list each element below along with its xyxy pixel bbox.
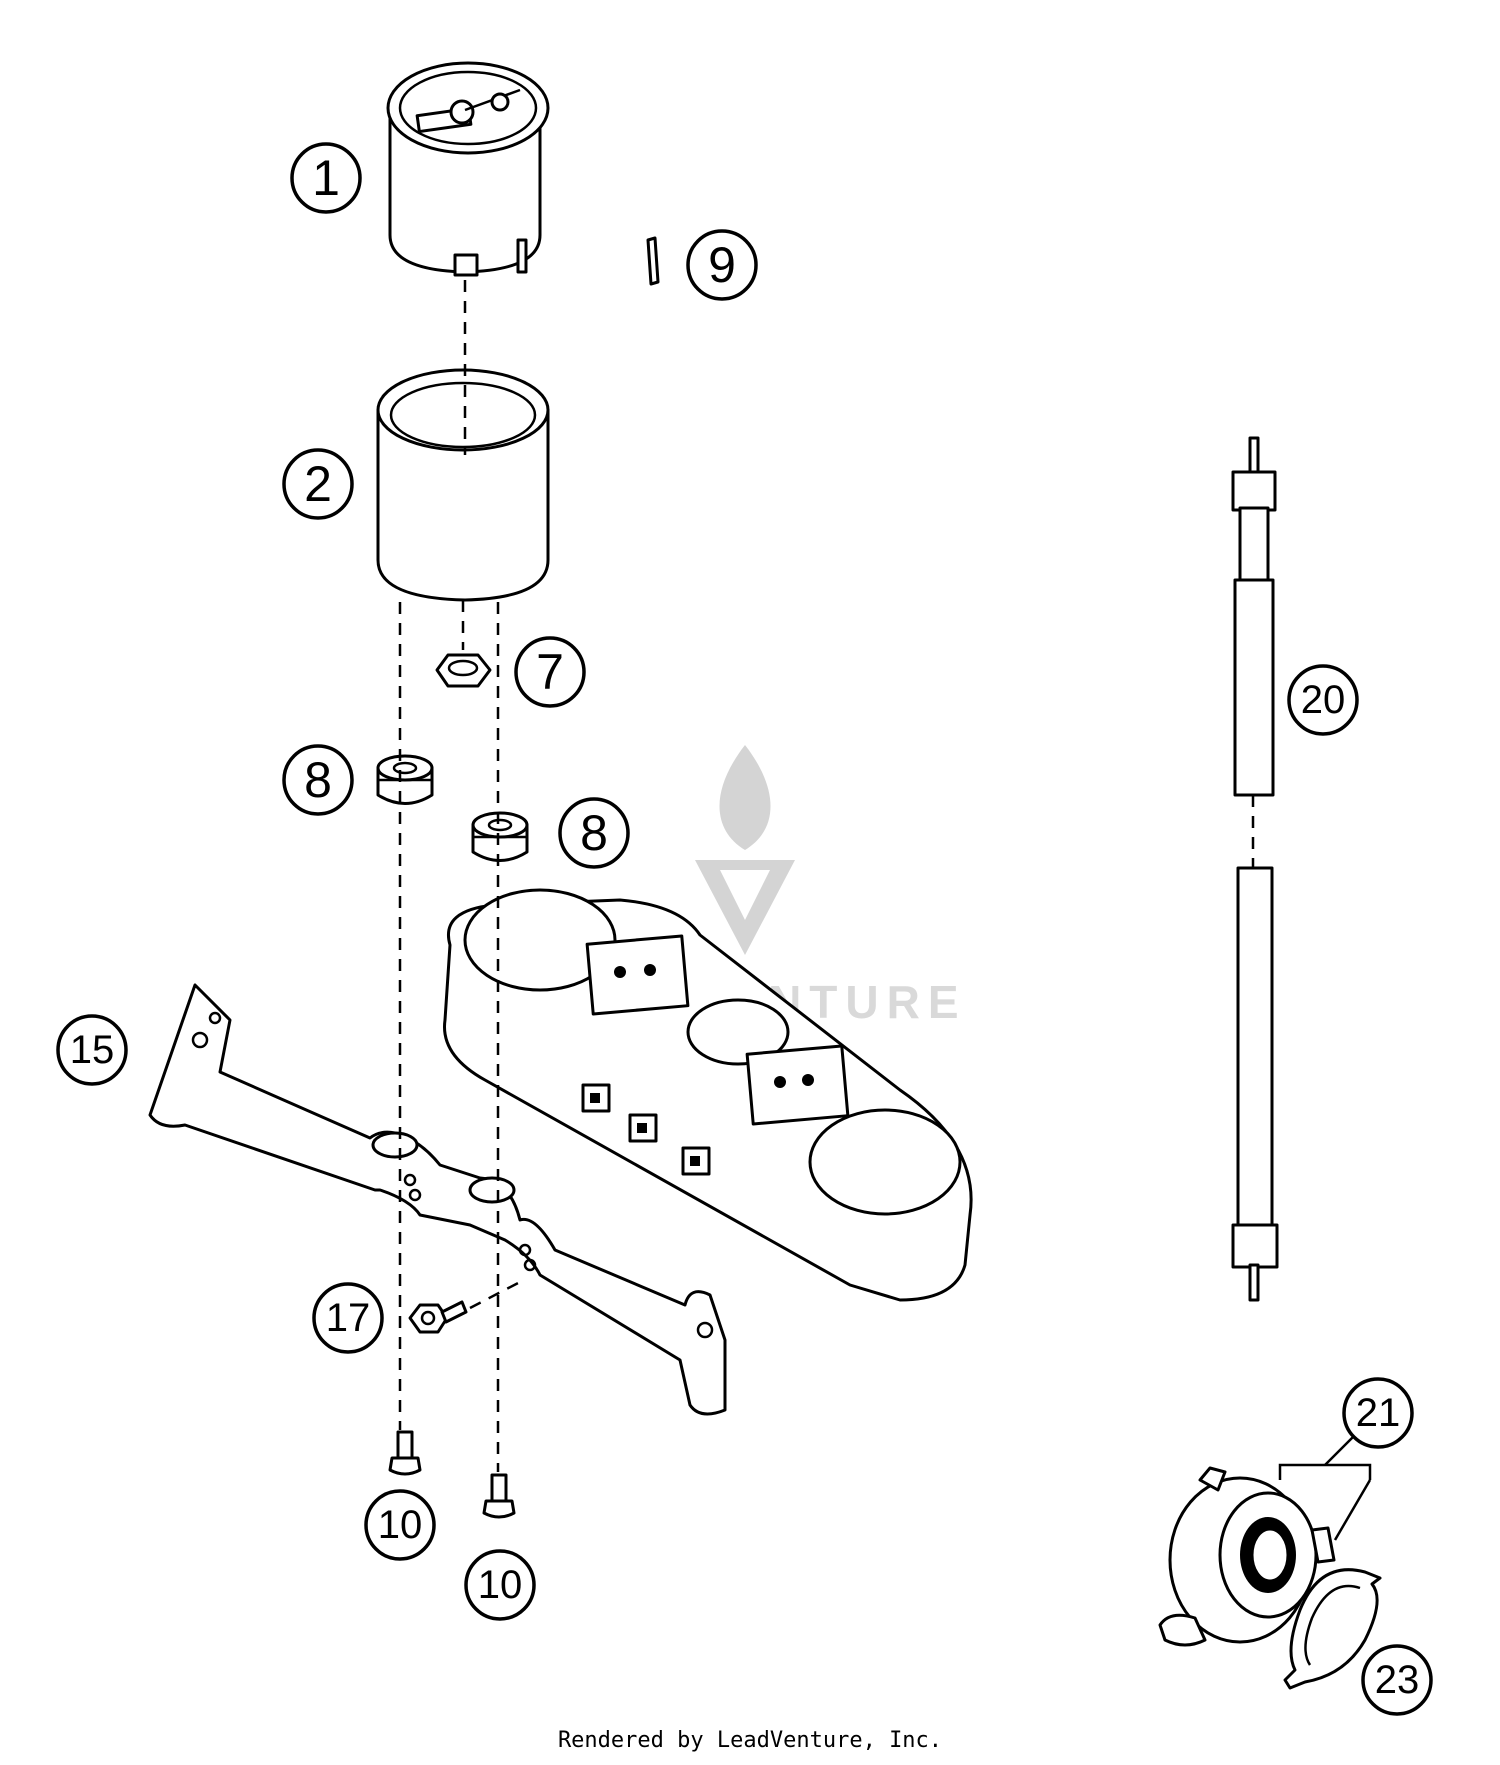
callout-15-label: 15	[70, 1028, 115, 1072]
callout-9: 9	[686, 229, 758, 301]
callout-10-right-label: 10	[478, 1563, 523, 1607]
callout-7-label: 7	[536, 644, 564, 700]
speedometer-drive	[1158, 1466, 1336, 1647]
callout-10-left-label: 10	[378, 1503, 423, 1547]
callout-17: 17	[312, 1282, 384, 1354]
callout-20-label: 20	[1301, 678, 1346, 722]
callout-15: 15	[56, 1014, 128, 1086]
watermark-flame-icon	[719, 745, 771, 850]
triple-clamp	[443, 888, 973, 1302]
callout-21-label: 21	[1356, 1391, 1401, 1435]
speedometer-cable	[1231, 436, 1279, 1302]
callout-8-left: 8	[282, 744, 354, 816]
callout-8-left-label: 8	[304, 752, 332, 808]
mounting-bracket	[148, 983, 727, 1416]
snap-ring	[1283, 1568, 1382, 1690]
grommet-right	[471, 811, 529, 862]
speedometer-gauge	[386, 61, 550, 277]
watermark-v-icon	[695, 860, 795, 955]
callout-8-right-label: 8	[580, 805, 608, 861]
screw-right	[482, 1473, 516, 1519]
callout-21: 21	[1342, 1377, 1414, 1449]
callout-10-left: 10	[364, 1489, 436, 1561]
callout-20: 20	[1287, 664, 1359, 736]
callout-8-right: 8	[558, 797, 630, 869]
screw-left	[388, 1430, 422, 1476]
callout-23: 23	[1361, 1644, 1433, 1716]
callout-9-label: 9	[708, 237, 736, 293]
grommet-left	[376, 754, 434, 805]
clip-part	[646, 236, 660, 286]
callout-1-label: 1	[312, 150, 340, 206]
callout-10-right: 10	[464, 1549, 536, 1621]
callout-2: 2	[282, 448, 354, 520]
flange-bolt	[408, 1300, 468, 1334]
nut-part	[435, 653, 492, 688]
callout-23-label: 23	[1375, 1658, 1420, 1702]
callout-17-label: 17	[326, 1296, 371, 1340]
callout-7: 7	[514, 636, 586, 708]
footer-credit: Rendered by LeadVenture, Inc.	[557, 1728, 943, 1753]
rubber-sleeve	[376, 368, 550, 602]
callout-1: 1	[290, 142, 362, 214]
callout-2-label: 2	[304, 456, 332, 512]
assembly-lines	[398, 280, 1255, 1472]
